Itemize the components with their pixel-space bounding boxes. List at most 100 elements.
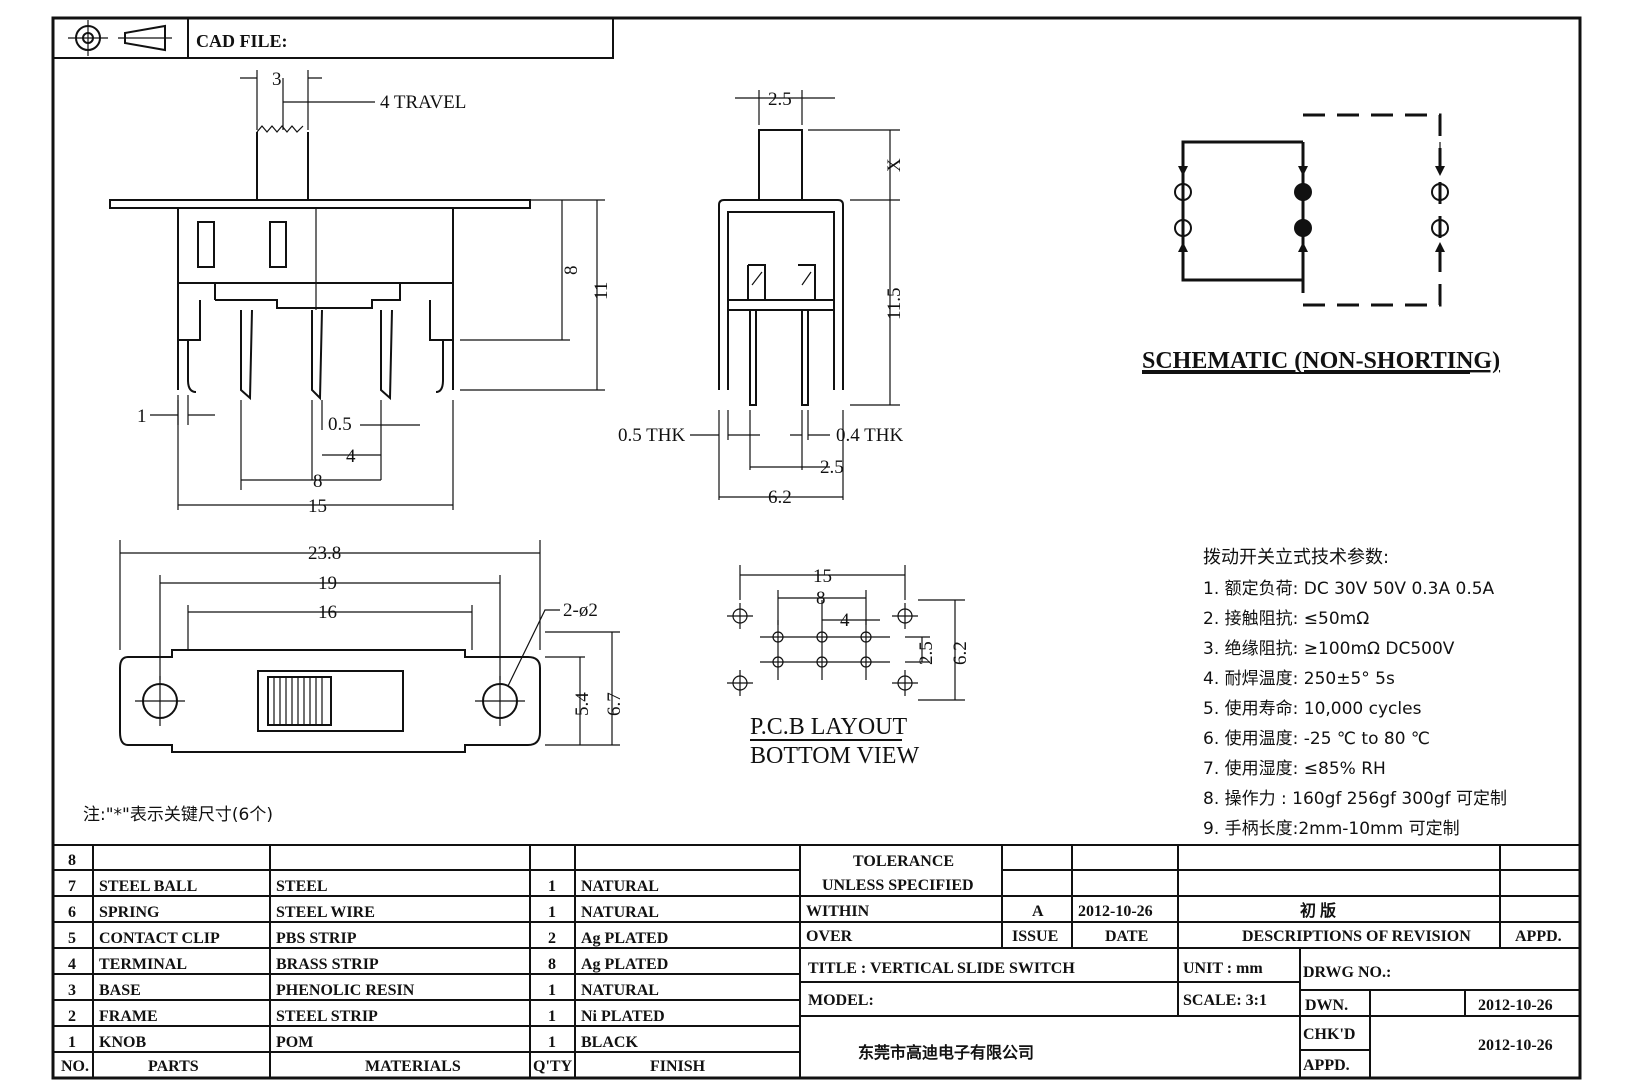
bom-cell-material: PBS STRIP — [276, 930, 357, 947]
bom-cell-part: TERMINAL — [99, 956, 187, 973]
spec-item: 7. 使用湿度: ≤85% RH — [1203, 758, 1386, 779]
dim-span-8: 8 — [313, 471, 323, 492]
bom-cell-no: 3 — [68, 982, 76, 999]
scale-label: SCALE: 3:1 — [1183, 992, 1267, 1009]
bom-cell-finish: NATURAL — [581, 878, 659, 895]
cad-file-label: CAD FILE: — [196, 31, 288, 51]
specs-title: 拨动开关立式技术参数: — [1203, 547, 1389, 568]
bom-cell-qty: 1 — [548, 878, 556, 895]
dim-travel: 4 TRAVEL — [380, 92, 466, 113]
bom-cell-no: 8 — [68, 852, 76, 869]
dim-height-115: 11.5 — [884, 287, 905, 320]
bom-cell-finish: Ag PLATED — [581, 956, 668, 973]
within-label: WITHIN — [806, 903, 870, 920]
table-row: 5 CONTACT CLIP PBS STRIP 2 Ag PLATED — [68, 930, 668, 947]
bom-cell-material: STEEL WIRE — [276, 904, 375, 921]
bom-cell-no: 4 — [68, 956, 76, 973]
table-row: 8 — [68, 852, 76, 869]
issue-label: ISSUE — [1012, 928, 1058, 945]
dim-w8: 8 — [816, 588, 826, 609]
dim-top-width: 3 — [272, 69, 282, 90]
dwn-date: 2012-10-26 — [1478, 997, 1553, 1014]
bom-header-finish: FINISH — [650, 1058, 706, 1075]
pcb-layout: 15 8 4 2.5 6.2 P.C.B LAYOUT BOTTOM VIEW — [727, 565, 971, 769]
bom-cell-qty: 8 — [548, 956, 556, 973]
bom-cell-material: POM — [276, 1034, 313, 1051]
bom-cell-material: STEEL — [276, 878, 328, 895]
dim-h54: 5.4 — [572, 692, 593, 716]
bom-cell-qty: 2 — [548, 930, 556, 947]
spec-item: 2. 接触阻抗: ≤50mΩ — [1203, 609, 1369, 629]
revision-value: 初 版 — [1300, 901, 1336, 920]
bom-cell-qty: 1 — [548, 904, 556, 921]
dim-h67: 6.7 — [604, 692, 625, 716]
bom-cell-part: FRAME — [99, 1008, 158, 1025]
schematic-common — [1294, 183, 1312, 201]
spec-item: 4. 耐焊温度: 250±5° 5s — [1203, 669, 1395, 689]
dim-thk-05: 0.5 THK — [618, 425, 685, 446]
schematic-terminal — [1174, 183, 1192, 201]
over-label: OVER — [806, 928, 853, 945]
chkd-date: 2012-10-26 — [1478, 1037, 1553, 1054]
title-block: TOLERANCE UNLESS SPECIFIED WITHIN OVER A… — [799, 844, 1581, 1079]
dim-w16: 16 — [318, 602, 337, 623]
dim-x: X — [884, 158, 905, 172]
schematic-terminal — [1174, 219, 1192, 237]
top-view: 23.8 19 16 2-ø2 5.4 6.7 — [119, 540, 625, 753]
bom-cell-part: SPRING — [99, 904, 160, 921]
spec-item: 9. 手柄长度:2mm-10mm 可定制 — [1203, 819, 1460, 839]
pcb-layout-title: P.C.B LAYOUT — [750, 714, 907, 740]
dim-knob-25: 2.5 — [768, 89, 792, 110]
projection-symbol-icon — [68, 20, 172, 56]
spec-item: 5. 使用寿命: 10,000 cycles — [1203, 698, 1422, 719]
table-row: 4 TERMINAL BRASS STRIP 8 Ag PLATED — [68, 956, 668, 973]
bom-cell-material: BRASS STRIP — [276, 956, 379, 973]
unit-label: UNIT : mm — [1183, 960, 1263, 977]
dim-pin-05: 0.5 — [328, 414, 352, 435]
schematic-common — [1294, 219, 1312, 237]
revision-date-value: 2012-10-26 — [1078, 903, 1153, 920]
key-dimension-note: 注:"*"表示关键尺寸(6个) — [83, 805, 273, 825]
spec-item: 3. 绝缘阻抗: ≥100mΩ DC500V — [1203, 639, 1455, 659]
bom-cell-no: 5 — [68, 930, 76, 947]
bom-cell-part: KNOB — [99, 1034, 146, 1051]
front-view: 2.5 X 11.5 0.5 THK 0.4 THK 2.5 6.2 — [618, 89, 905, 508]
dwn-label: DWN. — [1305, 997, 1348, 1014]
bom-header-materials: MATERIALS — [365, 1058, 461, 1075]
dim-width-62: 6.2 — [768, 487, 792, 508]
bom-cell-no: 7 — [68, 878, 76, 895]
unless-specified-label: UNLESS SPECIFIED — [822, 877, 974, 894]
pcb-layout-subtitle: BOTTOM VIEW — [750, 743, 919, 769]
bom-cell-qty: 1 — [548, 982, 556, 999]
dim-thk-04: 0.4 THK — [836, 425, 903, 446]
bom-header-no: NO. — [61, 1058, 89, 1075]
bom-cell-no: 2 — [68, 1008, 76, 1025]
bom-cell-finish: NATURAL — [581, 904, 659, 921]
schematic-terminal — [1431, 183, 1449, 201]
bom-cell-part: CONTACT CLIP — [99, 930, 220, 947]
side-view: 3 4 TRAVEL 8 11 1 0.5 4 8 15 — [109, 69, 612, 517]
dim-w15: 15 — [813, 566, 832, 587]
spec-item: 6. 使用温度: -25 ℃ to 80 ℃ — [1203, 728, 1430, 749]
schematic: SCHEMATIC (NON-SHORTING) — [1142, 113, 1500, 374]
tolerance-label: TOLERANCE — [853, 853, 954, 870]
dim-pitch-4: 4 — [346, 446, 356, 467]
bom-header-parts: PARTS — [148, 1058, 199, 1075]
dim-width-15: 15 — [308, 496, 327, 517]
drawing-title: TITLE : VERTICAL SLIDE SWITCH — [808, 960, 1075, 977]
bom-cell-material: PHENOLIC RESIN — [276, 982, 415, 999]
bom-cell-part: BASE — [99, 982, 141, 999]
spec-item: 8. 操作力 : 160gf 256gf 300gf 可定制 — [1203, 789, 1507, 809]
date-label: DATE — [1105, 928, 1148, 945]
dim-h62: 6.2 — [950, 641, 971, 665]
bom-cell-finish: BLACK — [581, 1034, 638, 1051]
bom-cell-qty: 1 — [548, 1034, 556, 1051]
bom-cell-finish: Ag PLATED — [581, 930, 668, 947]
dim-w19: 19 — [318, 573, 337, 594]
